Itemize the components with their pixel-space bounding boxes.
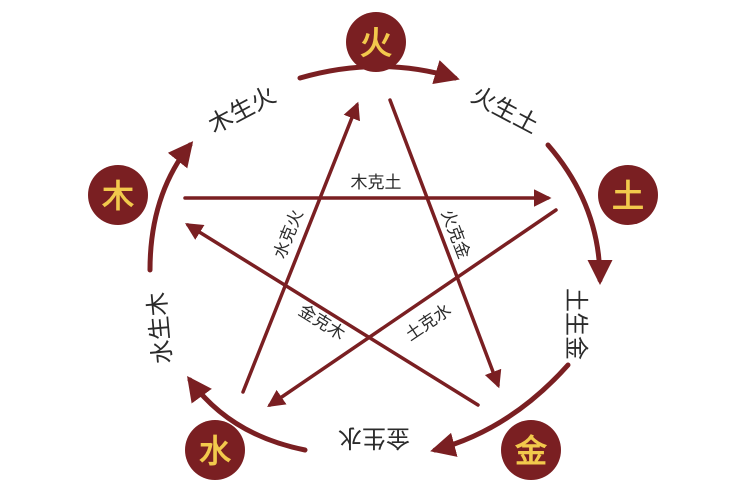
generating-cycle [147, 60, 613, 457]
node-water: 水 [185, 420, 245, 480]
label-wood-generates-fire: 木生火 [204, 81, 281, 140]
arc-wood-to-fire [147, 141, 194, 273]
label-wood-overcomes-earth: 木克土 [351, 173, 402, 193]
label-earth-generates-metal: 土生金 [562, 288, 590, 360]
node-water-label: 水 [199, 432, 232, 470]
star-earth-to-water [267, 208, 558, 407]
node-wood: 木 [88, 165, 148, 225]
label-fire-generates-earth: 火生土 [467, 81, 544, 140]
label-earth-overcomes-water: 土克水 [402, 300, 455, 345]
node-fire-label: 火 [360, 24, 392, 62]
overcoming-star [183, 98, 558, 407]
arc-water-to-wood [187, 375, 308, 453]
node-fire: 火 [346, 12, 406, 72]
label-water-overcomes-fire: 水克火 [270, 207, 308, 262]
arc-earth-to-metal [545, 142, 613, 285]
label-water-generates-wood: 水生木 [143, 291, 177, 365]
node-metal: 金 [501, 420, 561, 480]
label-metal-generates-water: 金生水 [338, 424, 410, 452]
node-metal-label: 金 [514, 432, 548, 470]
arc-metal-to-water [430, 362, 571, 457]
star-fire-to-metal [388, 98, 502, 389]
node-wood-label: 木 [101, 177, 134, 215]
node-earth: 土 [598, 165, 658, 225]
node-earth-label: 土 [612, 177, 644, 215]
star-water-to-fire [241, 101, 360, 394]
star-metal-to-wood [185, 223, 480, 407]
